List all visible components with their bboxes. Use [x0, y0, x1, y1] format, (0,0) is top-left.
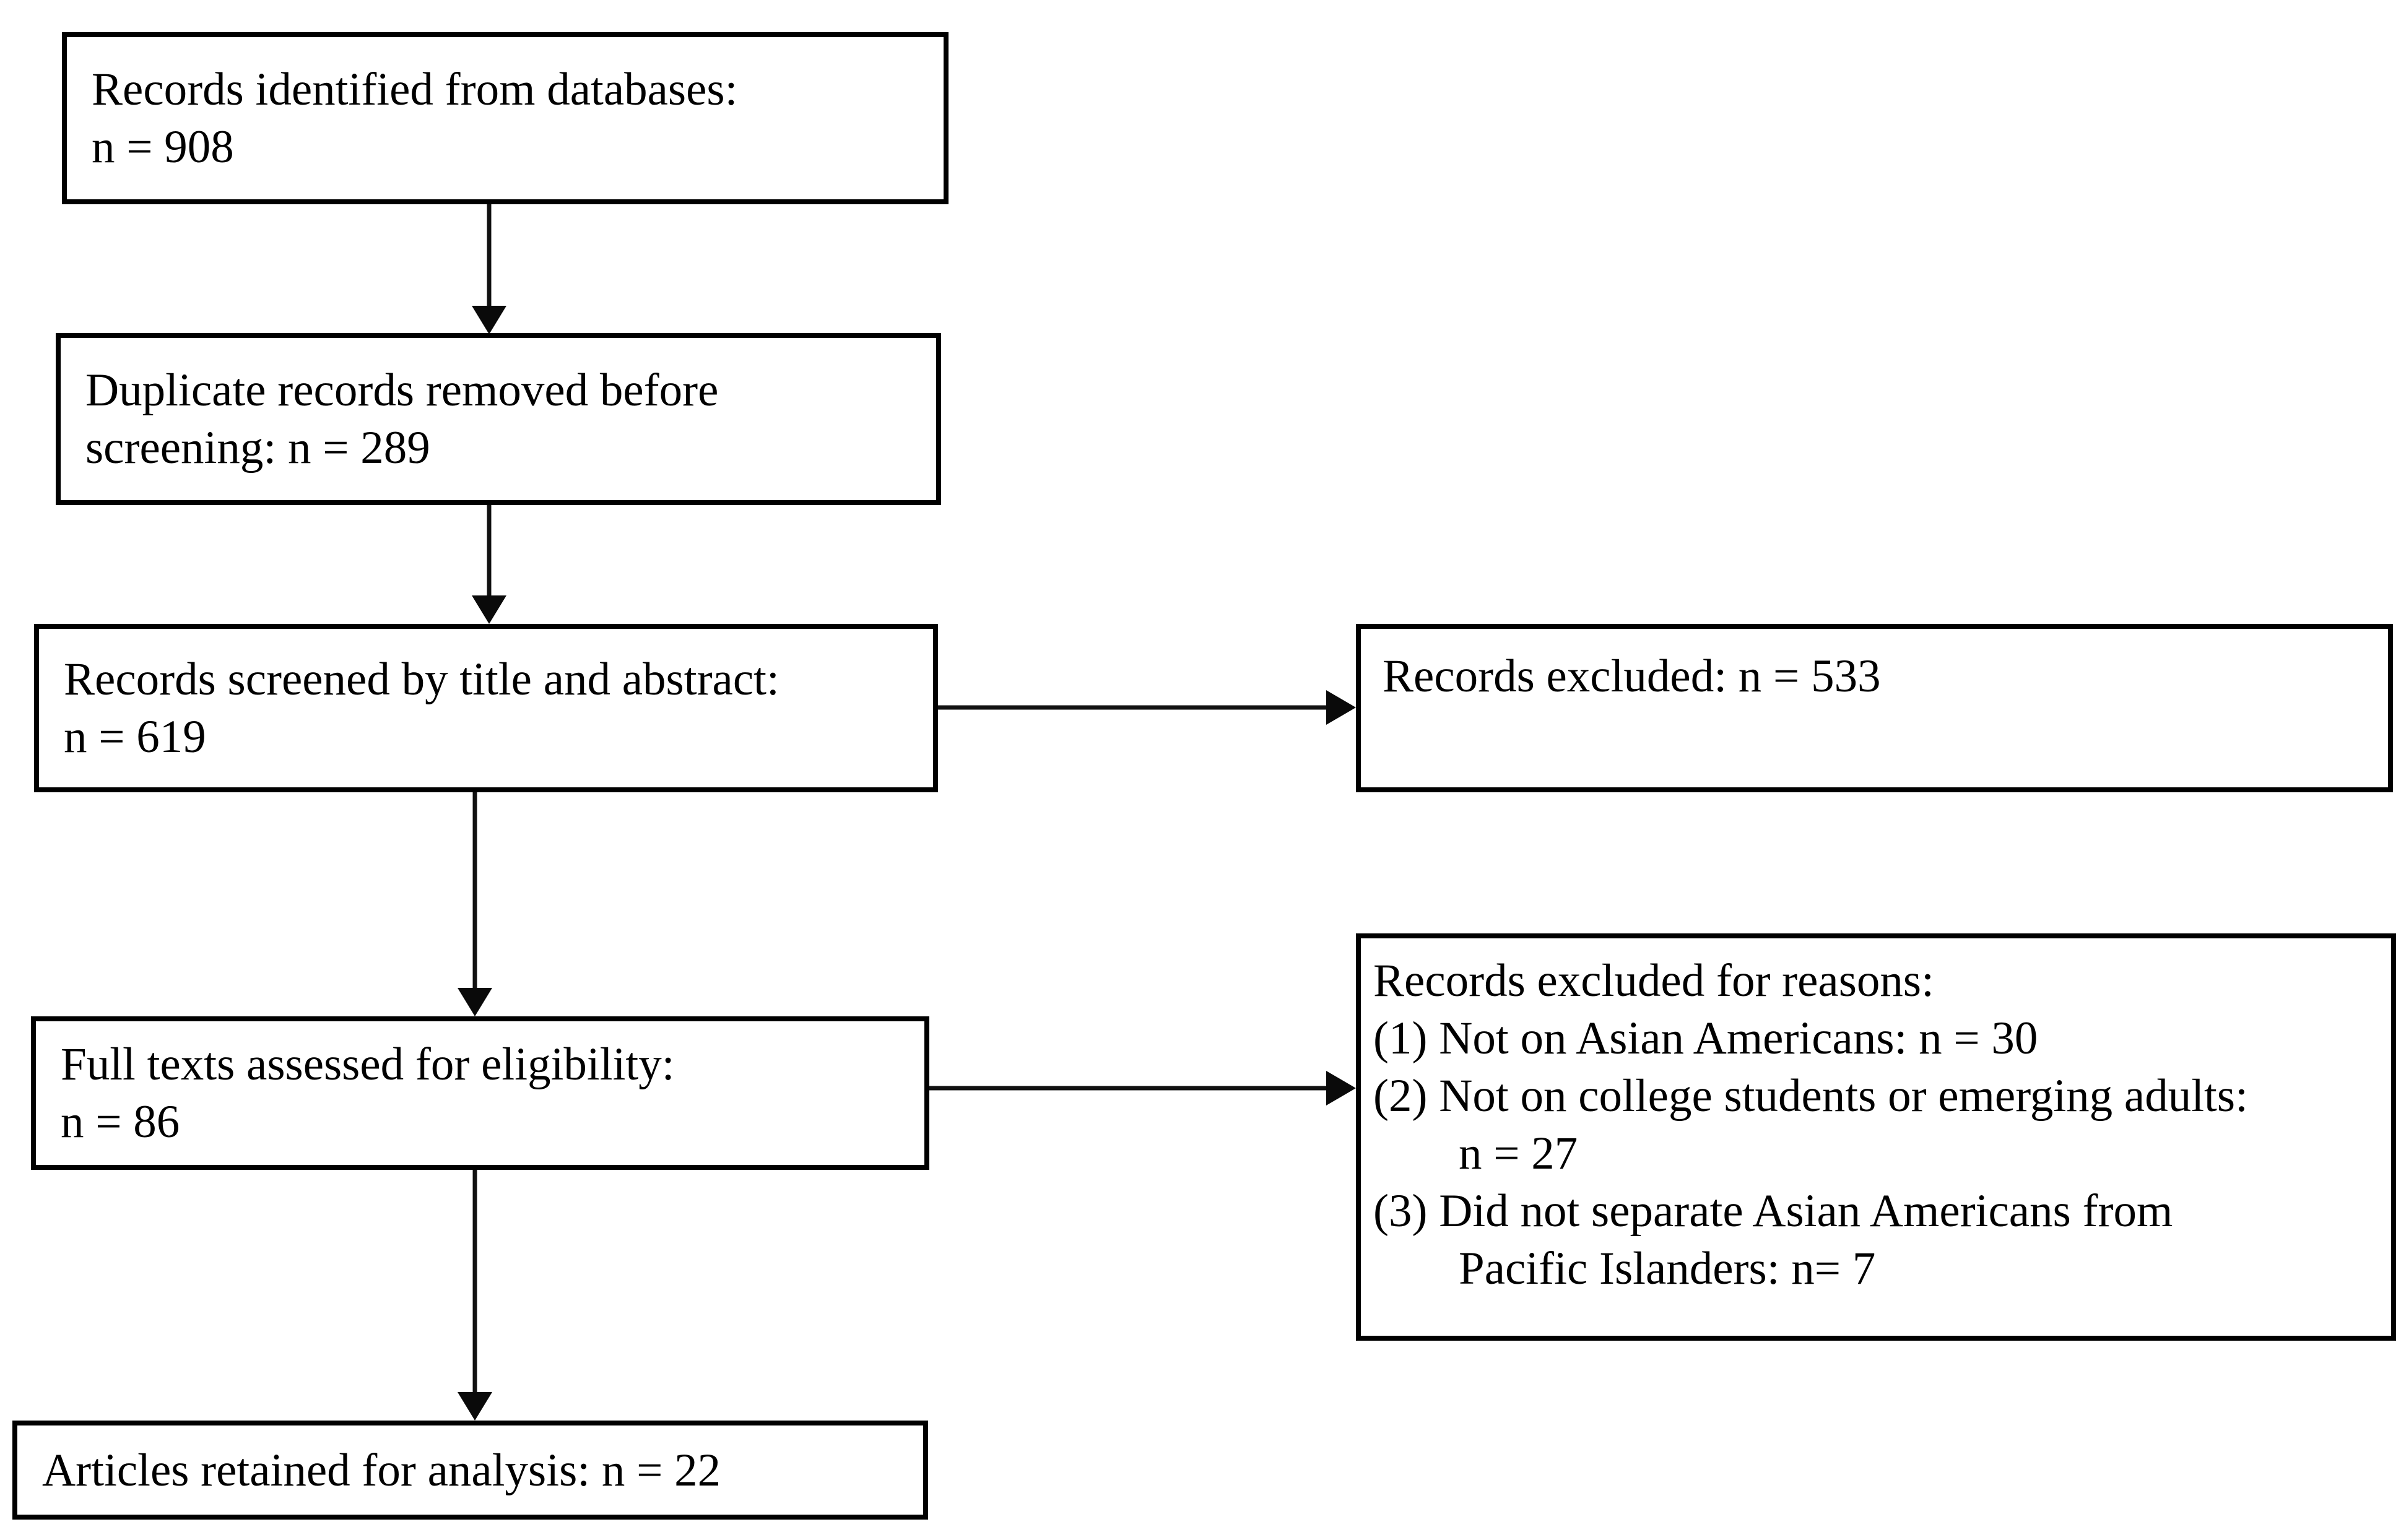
arrow-fulltext-to-retained — [458, 1170, 492, 1421]
arrow-duplicates-to-screened — [472, 505, 506, 624]
exclusion-reason-3: (3) Did not separate Asian Americans fro… — [1373, 1185, 2173, 1237]
box-duplicates-removed: Duplicate records removed before screeni… — [56, 333, 941, 505]
exclusion-reason-2: (2) Not on college students or emerging … — [1373, 1070, 2248, 1122]
box-records-screened: Records screened by title and abstract: … — [34, 624, 938, 792]
box-text-line: Records excluded: n = 533 — [1383, 651, 1881, 702]
box-count-line: n = 86 — [61, 1096, 180, 1148]
box-records-identified: Records identified from databases: n = 9… — [62, 32, 949, 204]
box-text-line: Full texts assessed for eligibility: — [61, 1039, 675, 1090]
box-articles-retained: Articles retained for analysis: n = 22 — [12, 1421, 928, 1520]
exclusion-reason-1: (1) Not on Asian Americans: n = 30 — [1373, 1013, 2038, 1064]
box-count-line: screening: n = 289 — [85, 422, 430, 474]
box-count-line: n = 908 — [92, 121, 234, 173]
box-fulltext-assessed: Full texts assessed for eligibility: n =… — [31, 1016, 929, 1170]
exclusion-reason-2-count: n = 27 — [1459, 1128, 1578, 1179]
arrow-identified-to-duplicates — [472, 204, 506, 334]
box-count-line: n = 619 — [64, 711, 206, 763]
arrow-screened-to-excluded — [938, 690, 1356, 725]
exclusion-reason-3-count: Pacific Islanders: n= 7 — [1459, 1243, 1876, 1294]
box-text-line: Records identified from databases: — [92, 64, 738, 115]
box-records-excluded: Records excluded: n = 533 — [1356, 624, 2393, 792]
exclusion-reasons-title: Records excluded for reasons: — [1373, 955, 1934, 1006]
box-text-line: Articles retained for analysis: n = 22 — [42, 1444, 721, 1496]
box-text-line: Records screened by title and abstract: — [64, 654, 779, 705]
arrow-fulltext-to-excluded-reasons — [929, 1071, 1356, 1105]
box-text-line: Duplicate records removed before — [85, 365, 719, 416]
arrow-screened-to-fulltext — [458, 792, 492, 1016]
box-records-excluded-reasons: Records excluded for reasons: (1) Not on… — [1356, 933, 2396, 1341]
